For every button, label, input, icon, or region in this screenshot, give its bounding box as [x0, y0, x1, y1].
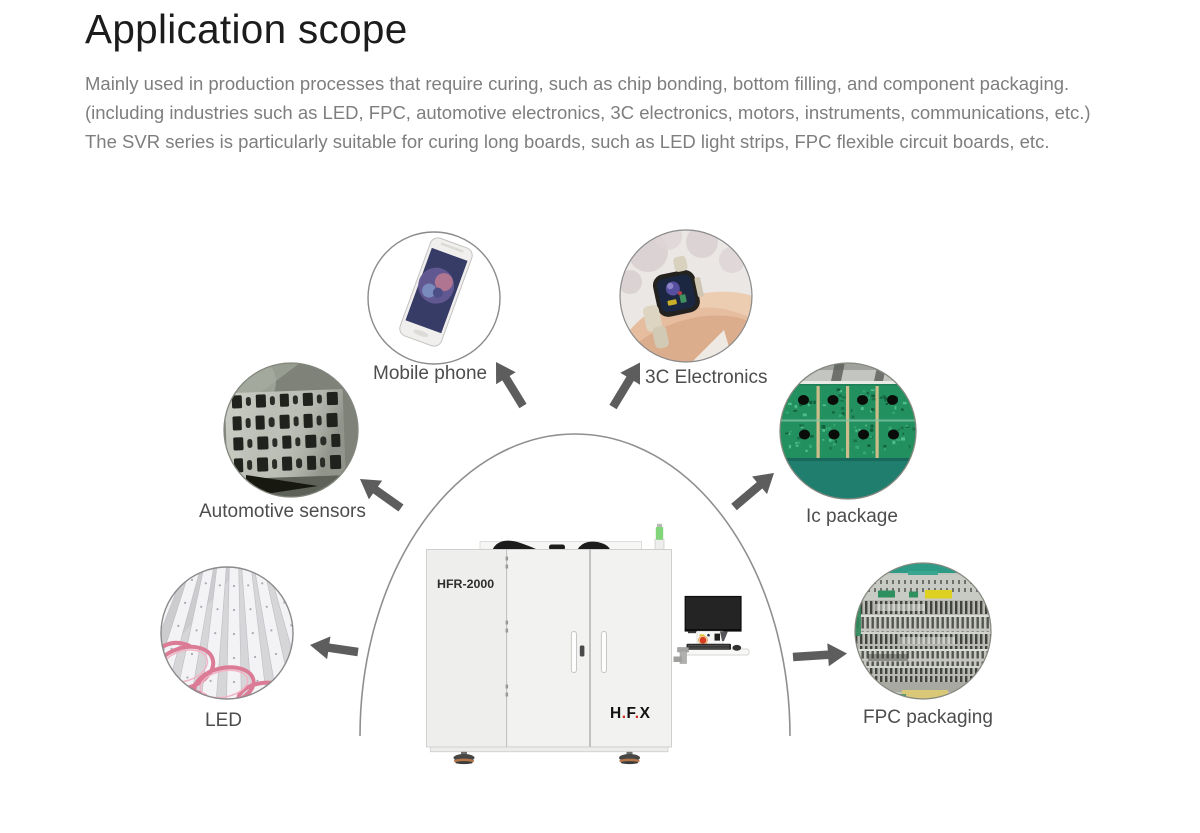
svg-text:H.F.X: H.F.X	[610, 705, 651, 722]
svg-text:HFR-2000: HFR-2000	[437, 577, 494, 591]
